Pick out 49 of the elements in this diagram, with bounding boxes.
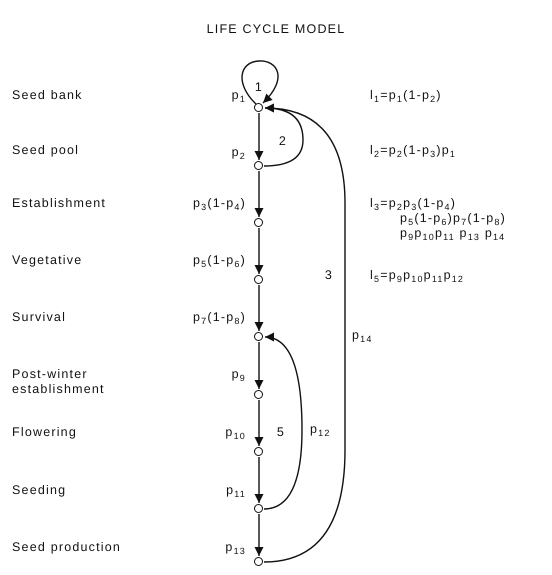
stage-label: Establishment (12, 196, 106, 211)
formula: l$_{3}$=p$_{2}$p$_{3}$(1-p$_{4}$) p$_{5}$(1-p$_{6}$)p$_{7}$(1-p$_{8}$) p$_{9}$p$_{10}$p$_{11}$ p$_{13}$ p$_{14}$ (370, 196, 507, 241)
junction-circle (254, 103, 263, 112)
junction-circle (254, 161, 263, 170)
edge-label: p$_{5}$(1-p$_{6}$) (193, 253, 246, 268)
edge-label: p$_{9}$ (232, 367, 246, 382)
loop-number: 2 (278, 134, 288, 149)
junction-circle (254, 447, 263, 456)
stage-label: Vegetative (12, 253, 82, 268)
stage-label: Seeding (12, 483, 66, 498)
junction-circle (254, 275, 263, 284)
stage-label: Flowering (12, 425, 77, 440)
junction-circle (254, 332, 263, 341)
edge-label: p$_{12}$ (310, 422, 331, 437)
edge-label: p$_{1}$ (232, 88, 246, 103)
junction-circle (254, 390, 263, 399)
edge-label: p$_{3}$(1-p$_{4}$) (193, 196, 246, 211)
junction-circle (254, 557, 263, 566)
edge-label: p$_{2}$ (232, 145, 246, 160)
loop-arrow (241, 60, 279, 104)
arrow (254, 457, 264, 503)
formula: l$_{1}$=p$_{1}$(1-p$_{2}$) (370, 88, 442, 103)
stage-label: Seed pool (12, 143, 80, 158)
arrow (254, 400, 264, 446)
junction-circle (254, 504, 263, 513)
loop-number: 5 (276, 425, 286, 440)
junction-circle (254, 218, 263, 227)
edge-label: p$_{13}$ (225, 540, 246, 555)
loop-number: 3 (324, 268, 334, 283)
arrow (264, 334, 303, 510)
diagram-title: LIFE CYCLE MODEL (206, 22, 346, 37)
arrow (254, 285, 264, 331)
arrow (264, 104, 346, 563)
stage-label: Seed bank (12, 88, 83, 103)
stage-label: Post-winter establishment (12, 367, 106, 397)
arrow (254, 113, 264, 160)
arrow (254, 514, 264, 556)
arrow (254, 228, 264, 274)
arrow (254, 171, 264, 217)
stage-label: Survival (12, 310, 66, 325)
edge-label: p$_{7}$(1-p$_{8}$) (193, 310, 246, 325)
formula: l$_{2}$=p$_{2}$(1-p$_{3}$)p$_{1}$ (370, 143, 456, 158)
formula: l$_{5}$=p$_{9}$p$_{10}$p$_{11}$p$_{12}$ (370, 268, 464, 283)
edge-label: p$_{14}$ (352, 328, 373, 343)
loop-number: 1 (254, 80, 264, 95)
stage-label: Seed production (12, 540, 122, 555)
edge-label: p$_{11}$ (226, 483, 246, 498)
edge-label: p$_{10}$ (225, 425, 246, 440)
arrow (254, 342, 264, 389)
